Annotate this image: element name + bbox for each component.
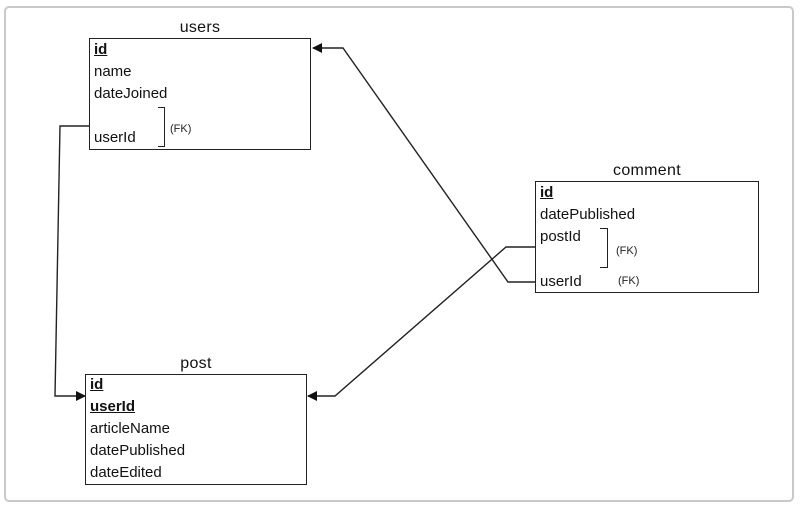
post-attr-id: id (90, 376, 104, 393)
post-attr-dateedited: dateEdited (90, 464, 162, 481)
entity-post-title: post (180, 355, 212, 372)
comment-attr-postid: postId (540, 228, 581, 245)
comment-attr-id: id (540, 184, 554, 201)
users-attr-name: name (94, 63, 132, 80)
connector-comment-userid-to-users (312, 43, 535, 283)
entity-users-title: users (179, 19, 221, 36)
connector-users-userid-to-post (54, 125, 89, 401)
users-attr-id: id (94, 41, 108, 58)
comment-fk-bracket (600, 228, 608, 268)
users-fk-note: (FK) (170, 123, 192, 135)
comment-attr-userid: userId (540, 273, 582, 290)
comment-fk-note-userid: (FK) (618, 275, 640, 287)
connector-comment-postid-to-post (307, 246, 535, 401)
comment-fk-note-postid: (FK) (616, 245, 638, 257)
users-fk-bracket (158, 107, 165, 147)
comment-attr-datepublished: datePublished (540, 206, 636, 223)
entity-comment[interactable]: comment id datePublished postId userId (… (535, 162, 759, 293)
entity-comment-title: comment (613, 162, 681, 179)
users-attr-userid: userId (94, 129, 136, 146)
entity-post[interactable]: post id userId articleName datePublished… (85, 355, 307, 485)
entity-users[interactable]: users id name dateJoined userId (FK) (89, 19, 311, 150)
post-attr-articlename: articleName (90, 420, 171, 437)
post-attr-datepublished: datePublished (90, 442, 186, 459)
users-attr-datejoined: dateJoined (94, 85, 168, 102)
post-attr-userid: userId (90, 398, 136, 415)
